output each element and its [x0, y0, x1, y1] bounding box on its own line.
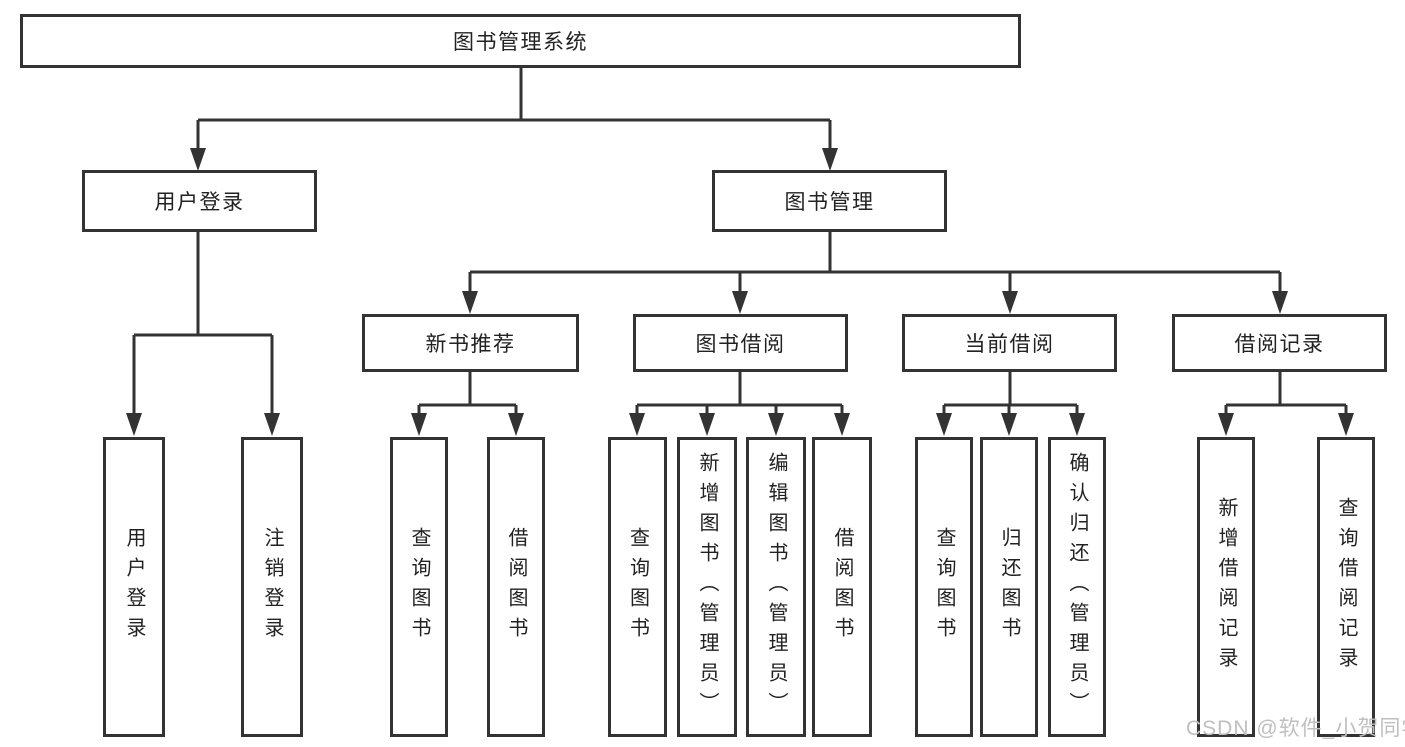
leaf-current-return: 归还图书	[980, 437, 1038, 737]
leaf-records-add: 新增借阅记录	[1197, 437, 1255, 737]
csdn-watermark: CSDN @软件_小贺同学	[1186, 717, 1405, 740]
leaf-newbooks-query: 查询图书	[390, 437, 448, 737]
leaf-current-confirm-admin: 确认归还（管理员）	[1048, 437, 1106, 737]
leaf-records-add-label: 新增借阅记录	[1215, 497, 1237, 677]
connector-newbooks-to-leaves	[411, 372, 524, 436]
node-book-borrow-label: 图书借阅	[695, 333, 786, 356]
leaf-borrow-query-label: 查询图书	[626, 527, 649, 647]
leaf-current-return-label: 归还图书	[998, 527, 1020, 647]
leaf-borrow-book-label: 借阅图书	[831, 527, 853, 647]
leaf-borrow-edit-admin-label: 编辑图书（管理员）	[765, 452, 787, 722]
node-book-management: 图书管理	[712, 170, 947, 232]
connector-borrow-to-leaves	[629, 372, 850, 436]
leaf-borrow-edit-admin: 编辑图书（管理员）	[746, 437, 806, 737]
node-user-login-label: 用户登录	[154, 191, 245, 214]
leaf-borrow-query: 查询图书	[608, 437, 667, 737]
leaf-borrow-book: 借阅图书	[812, 437, 872, 737]
leaf-records-query-label: 查询借阅记录	[1335, 497, 1357, 677]
leaf-current-query-label: 查询图书	[933, 527, 955, 647]
connector-root-to-level2	[190, 68, 838, 171]
leaf-user-login: 用户登录	[103, 437, 165, 737]
leaf-logout: 注销登录	[241, 437, 303, 737]
connector-login-to-leaves	[126, 232, 280, 436]
node-book-borrow: 图书借阅	[633, 314, 848, 372]
node-system-root: 图书管理系统	[20, 14, 1021, 68]
connector-current-to-leaves	[936, 372, 1085, 436]
connector-records-to-leaves	[1218, 372, 1354, 436]
node-borrow-records-label: 借阅记录	[1234, 333, 1325, 356]
leaf-user-login-label: 用户登录	[123, 527, 145, 647]
leaf-newbooks-query-label: 查询图书	[408, 527, 430, 647]
leaf-newbooks-borrow: 借阅图书	[487, 437, 545, 737]
leaf-borrow-add-admin: 新增图书（管理员）	[677, 437, 737, 737]
node-system-root-label: 图书管理系统	[453, 31, 588, 54]
leaf-current-confirm-admin-label: 确认归还（管理员）	[1066, 452, 1088, 722]
leaf-borrow-add-admin-label: 新增图书（管理员）	[696, 452, 718, 722]
connector-mgmt-to-level3	[462, 232, 1288, 314]
leaf-newbooks-borrow-label: 借阅图书	[505, 527, 527, 647]
node-current-borrow: 当前借阅	[902, 314, 1117, 372]
leaf-current-query: 查询图书	[915, 437, 973, 737]
node-current-borrow-label: 当前借阅	[964, 333, 1055, 356]
leaf-records-query: 查询借阅记录	[1317, 437, 1375, 737]
node-new-book-recommend: 新书推荐	[362, 314, 579, 372]
node-book-management-label: 图书管理	[784, 191, 875, 214]
node-new-book-recommend-label: 新书推荐	[425, 333, 516, 356]
node-user-login: 用户登录	[82, 170, 317, 232]
node-borrow-records: 借阅记录	[1172, 314, 1387, 372]
leaf-logout-label: 注销登录	[261, 527, 283, 647]
